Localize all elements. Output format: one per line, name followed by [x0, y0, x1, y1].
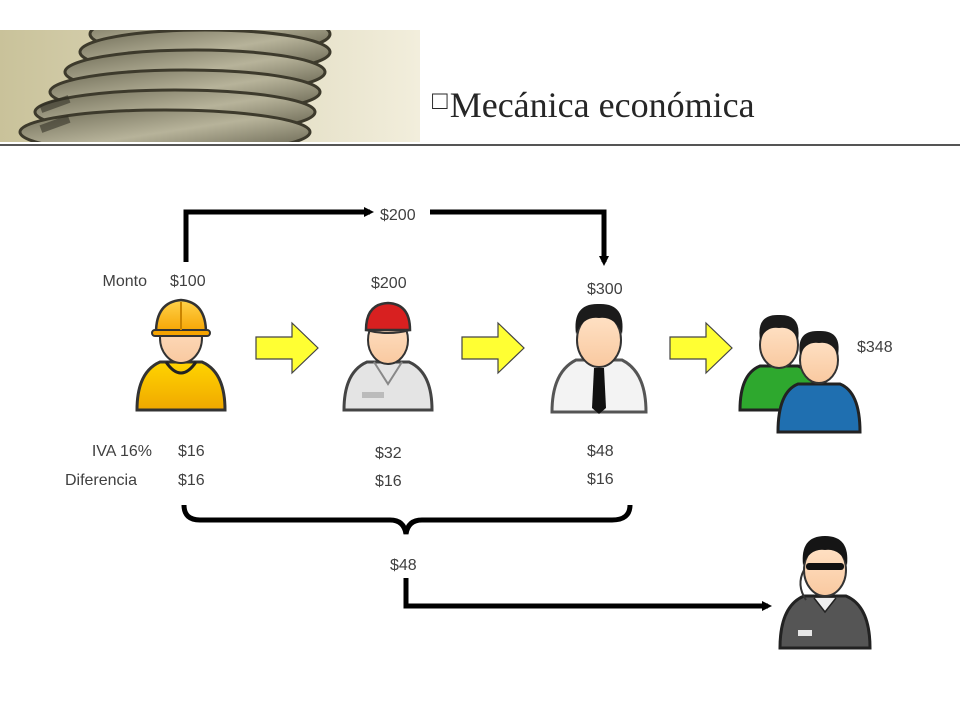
businessman-icon — [550, 303, 648, 414]
tax-to-agent-connector — [403, 578, 772, 611]
sum-brace — [181, 504, 633, 535]
actor3-diferencia: $16 — [587, 471, 614, 488]
coins-photo — [0, 30, 420, 142]
actor1-monto: $100 — [170, 273, 206, 290]
actor4-monto: $348 — [857, 339, 893, 356]
total-tax-value: $48 — [390, 557, 417, 574]
actor1-iva: $16 — [178, 443, 205, 460]
actor3-monto: $300 — [587, 281, 623, 298]
actor1-diferencia: $16 — [178, 472, 205, 489]
top-transfer-connector-right — [430, 209, 609, 266]
label-diferencia: Diferencia — [65, 472, 137, 489]
title-text: Mecánica económica — [449, 85, 755, 125]
label-iva: IVA 16% — [92, 443, 152, 460]
slide-title: □Mecánica económica — [432, 84, 755, 126]
title-bullet-glyph: □ — [432, 86, 448, 115]
label-monto: Monto — [103, 273, 148, 290]
agent-icon — [778, 536, 872, 650]
consumers-icon — [738, 314, 862, 434]
flow-arrow-2 — [461, 321, 525, 375]
actor3-iva: $48 — [587, 443, 614, 460]
actor2-iva: $32 — [375, 445, 402, 462]
actor2-diferencia: $16 — [375, 473, 402, 490]
flow-arrow-1 — [255, 321, 319, 375]
worker-hardhat-icon — [135, 298, 227, 412]
top-transfer-value: $200 — [380, 207, 416, 224]
actor2-monto: $200 — [371, 275, 407, 292]
worker-cap-icon — [342, 301, 434, 412]
title-divider — [0, 144, 960, 146]
flow-arrow-3 — [669, 321, 733, 375]
top-transfer-connector — [183, 207, 374, 262]
